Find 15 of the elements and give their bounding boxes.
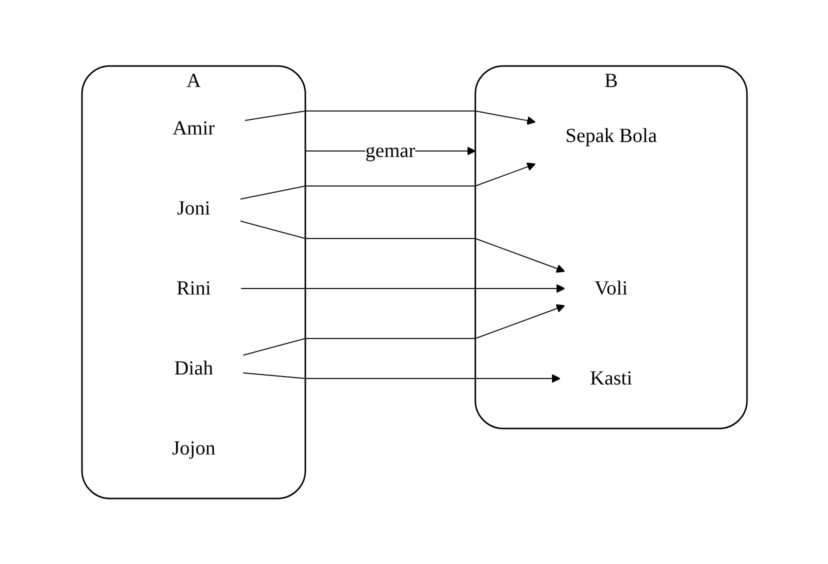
- node-text: Voli: [594, 277, 628, 300]
- arrow: [239, 220, 565, 273]
- node-text: Amir: [172, 117, 214, 140]
- node-text: Rini: [176, 277, 210, 300]
- node-text: Kasti: [590, 367, 632, 390]
- node-text: Sepak Bola: [564, 124, 656, 147]
- arrow: [242, 372, 560, 383]
- node-text: Jojon: [172, 437, 215, 460]
- arrow: [239, 162, 536, 200]
- node-text: Diah: [174, 357, 213, 380]
- edge-label: gemar: [364, 140, 415, 162]
- node-text: Joni: [176, 197, 210, 220]
- arrow: [242, 304, 565, 356]
- arrow: [244, 110, 536, 125]
- arrow: [240, 284, 565, 293]
